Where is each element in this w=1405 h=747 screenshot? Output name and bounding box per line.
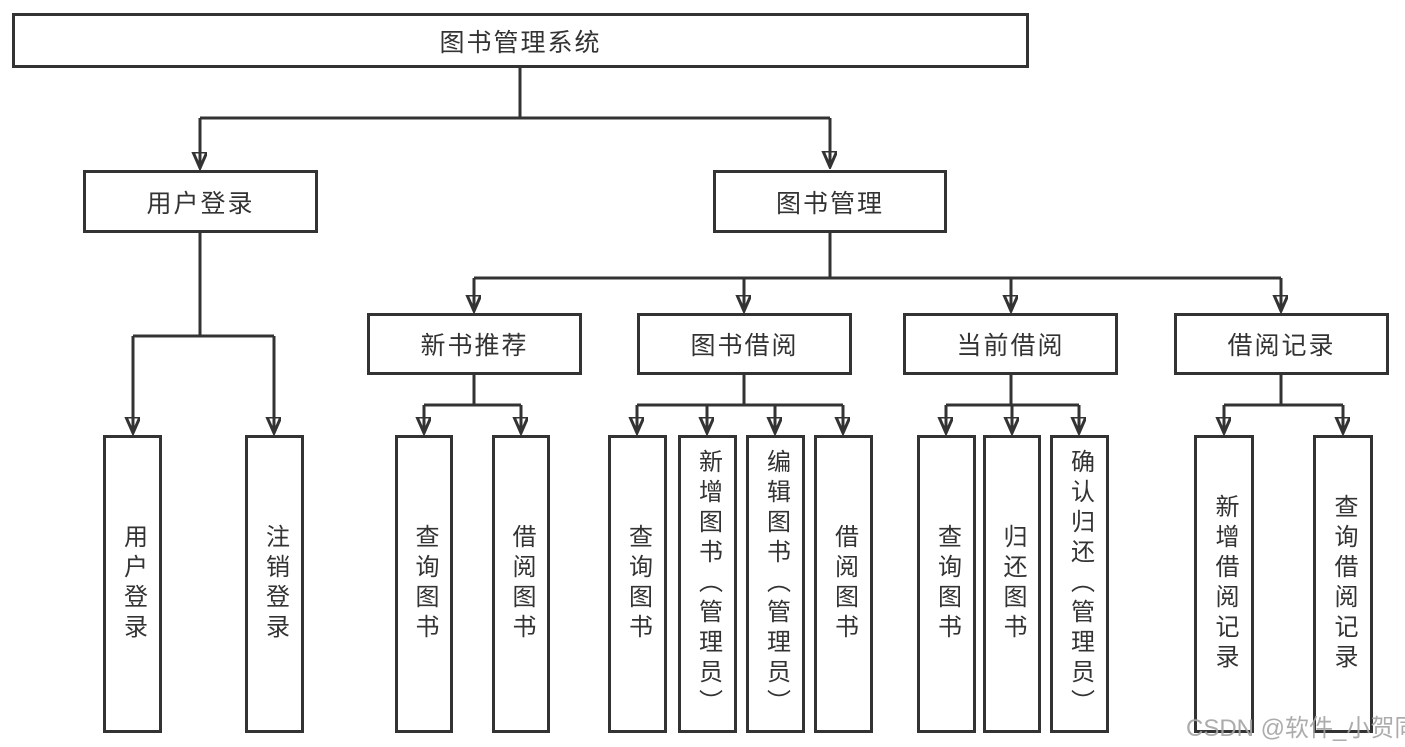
node-label: 借阅图书 [508,524,535,644]
connector-book-mgmt-branch [474,233,1281,307]
connector-borrow-records-branch [1224,375,1343,429]
node-logout-action: 注销登录 [245,435,304,733]
connector-user-login-branch [133,233,274,429]
node-label: 编辑图书（管理员） [762,449,790,719]
node-newrec-query-books: 查询图书 [395,435,453,733]
node-records-query-record: 查询借阅记录 [1313,435,1373,733]
node-label: 归还图书 [999,524,1026,644]
node-book-management: 图书管理 [713,170,947,233]
node-borrow-add-books-admin: 新增图书（管理员） [678,435,737,733]
node-user-login: 用户登录 [83,170,318,233]
node-newrec-borrow-books: 借阅图书 [492,435,550,733]
node-records-add-record: 新增借阅记录 [1194,435,1254,733]
node-user-login-action: 用户登录 [103,435,162,733]
node-label: 注销登录 [261,524,289,644]
node-label: 查询图书 [933,524,961,644]
node-current-return-books: 归还图书 [983,435,1041,733]
connector-new-book-branch [424,375,521,429]
node-label: 新增借阅记录 [1211,494,1238,674]
node-root-system: 图书管理系统 [12,13,1029,68]
node-label: 借阅图书 [830,524,858,644]
node-new-book-recommendation: 新书推荐 [367,313,582,375]
node-borrow-borrow-books: 借阅图书 [814,435,873,733]
node-borrowing-records: 借阅记录 [1174,313,1389,375]
node-borrow-query-books: 查询图书 [608,435,667,733]
connector-current-borrow-branch [946,375,1079,429]
node-book-borrowing: 图书借阅 [637,313,852,375]
node-borrow-edit-books-admin: 编辑图书（管理员） [746,435,805,733]
node-current-borrowing: 当前借阅 [903,313,1118,375]
node-label: 查询借阅记录 [1330,494,1357,674]
connector-root-branch [200,68,830,164]
node-current-confirm-return-admin: 确认归还（管理员） [1050,435,1109,733]
node-label: 查询图书 [624,524,652,644]
node-label: 查询图书 [411,524,438,644]
node-current-query-books: 查询图书 [917,435,976,733]
node-label: 用户登录 [119,524,147,644]
node-label: 新增图书（管理员） [694,449,722,719]
node-label: 确认归还（管理员） [1066,449,1094,719]
connector-book-borrow-branch [637,375,843,429]
